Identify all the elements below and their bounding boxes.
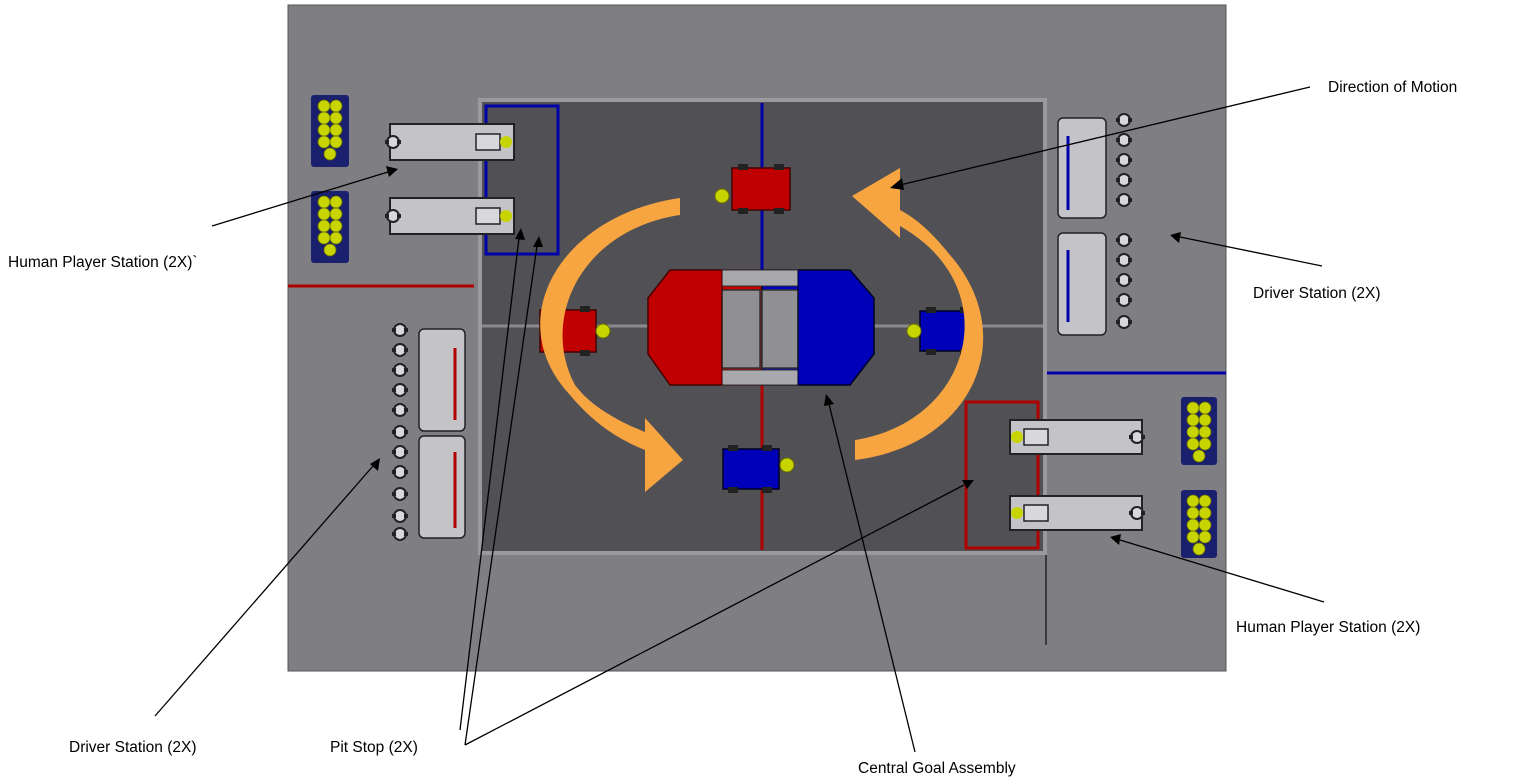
pit-stop-blue	[484, 104, 560, 256]
label-driver-station-left: Driver Station (2X)	[69, 739, 197, 756]
motion-arrow-right	[852, 168, 984, 460]
pit-stop-red	[964, 400, 1040, 550]
label-human-player-station-right: Human Player Station (2X)	[1236, 619, 1421, 636]
central-goal-assembly	[647, 269, 875, 386]
robot-blue-bottom	[722, 445, 795, 493]
leader-lines	[154, 86, 1325, 753]
label-human-player-station-left: Human Player Station (2X)`	[8, 254, 198, 271]
human-player-station-right	[1009, 397, 1217, 558]
robot-red-top	[714, 164, 791, 214]
label-direction-of-motion: Direction of Motion	[1328, 79, 1458, 96]
human-player-station-left	[311, 95, 515, 263]
motion-arrow-left	[540, 198, 683, 492]
label-central-goal-assembly: Central Goal Assembly	[858, 760, 1016, 777]
label-pit-stop: Pit Stop (2X)	[330, 739, 418, 756]
driver-station-left	[391, 323, 466, 541]
label-driver-station-right: Driver Station (2X)	[1253, 285, 1381, 302]
driver-station-right	[1057, 113, 1133, 336]
